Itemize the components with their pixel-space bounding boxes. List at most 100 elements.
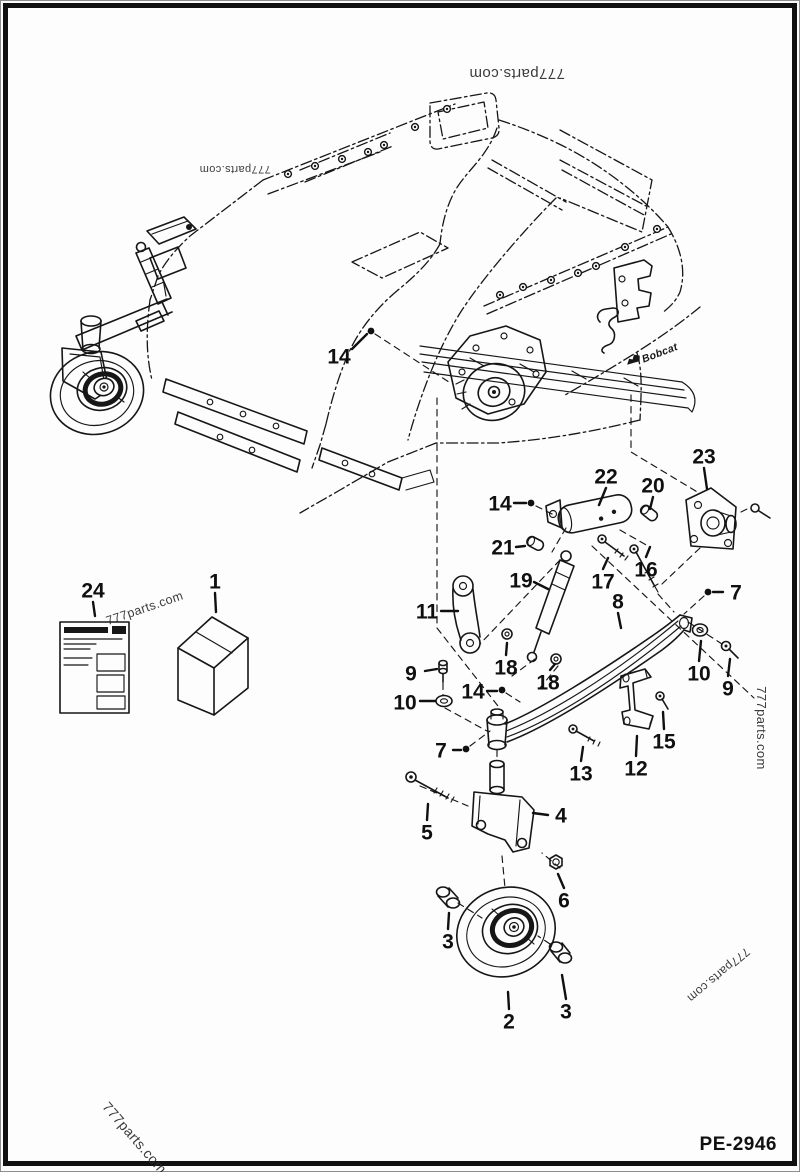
callout-12: 12 (624, 734, 648, 781)
part-10-washer-right (691, 623, 709, 637)
callout-number: 18 (536, 672, 560, 695)
part-23-flange-bearing (685, 487, 771, 550)
callout-number: 12 (624, 758, 647, 781)
callout-number: 22 (594, 466, 617, 489)
part-12-clamp (619, 668, 654, 730)
part-8-swing-arm (486, 614, 693, 751)
belt-guard-clip (596, 307, 619, 354)
part-24-decal (59, 621, 130, 714)
deck-rear-channel (419, 307, 696, 413)
drawing-number: PE-2946 (699, 1134, 777, 1155)
callout-8: 8 (612, 591, 624, 630)
callout-19: 19 (509, 570, 550, 593)
callout-7: 7 (435, 740, 470, 763)
callout-number: 16 (634, 559, 657, 582)
watermark: 777parts.com (469, 65, 565, 82)
callout-10: 10 (393, 692, 437, 715)
callout-13: 13 (569, 745, 593, 786)
callout-7: 7 (704, 582, 742, 605)
callout-18: 18 (494, 641, 518, 680)
part-21-stub (526, 535, 545, 552)
callout-number: 13 (569, 763, 592, 786)
assembled-caster-left (49, 216, 197, 436)
part-18-nut-a (501, 628, 513, 640)
deck-bolts (283, 104, 662, 300)
deck-rear-bracket (613, 259, 653, 323)
callout-15: 15 (652, 710, 676, 754)
bobcat-logo-text: Bobcat (640, 341, 679, 366)
callout-20: 20 (641, 475, 665, 511)
callout-number: 10 (393, 692, 416, 715)
callout-24: 24 (81, 580, 105, 618)
part-9-bolt-right (720, 640, 739, 659)
part-19-gas-spring (526, 550, 575, 663)
callout-number: 7 (435, 740, 447, 763)
callout-number: 17 (591, 571, 614, 594)
callout-number: 3 (442, 931, 454, 954)
callout-5: 5 (421, 802, 433, 845)
callout-9: 9 (405, 663, 439, 686)
callout-23: 23 (692, 446, 716, 491)
part-15-bolt (655, 691, 669, 710)
part-3-spacer-left (435, 886, 461, 909)
callout-18: 18 (536, 662, 560, 695)
part-6-nut (549, 854, 563, 870)
callout-number: 1 (209, 571, 221, 594)
watermark: 777parts.com (199, 163, 270, 175)
callout-14: 14 (461, 681, 506, 704)
spindle-pulley (447, 325, 547, 422)
part-22-clevis-hole (548, 509, 558, 519)
callout-number: 9 (405, 663, 417, 686)
callout-number: 21 (491, 537, 515, 560)
part-4-caster-fork (471, 759, 535, 853)
callout-number: 23 (692, 446, 715, 469)
callout-21: 21 (491, 537, 527, 560)
part-10-washer-left (435, 694, 453, 708)
deck-mount-rails (162, 378, 435, 491)
mower-deck-phantom-outline (146, 92, 701, 514)
callout-2: 2 (503, 990, 515, 1034)
callout-14: 14 (327, 327, 375, 369)
part-2-wheel (455, 886, 557, 978)
callout-number: 18 (494, 657, 518, 680)
callout-22: 22 (594, 466, 618, 507)
callout-number: 8 (612, 591, 624, 614)
callout-number: 5 (421, 822, 433, 845)
watermark: 777parts.com (104, 588, 185, 627)
callout-6: 6 (556, 872, 570, 913)
callout-16: 16 (634, 545, 658, 582)
callout-number: 3 (560, 1001, 572, 1024)
assembly-dash-lines (374, 333, 755, 945)
part-20-pin (639, 504, 659, 522)
watermark: 777parts.com (684, 945, 752, 1006)
callout-number: 6 (558, 890, 570, 913)
callout-number: 9 (722, 678, 734, 701)
callout-number: 19 (509, 570, 532, 593)
callout-3: 3 (442, 911, 454, 954)
callout-number: 7 (730, 582, 742, 605)
watermark: 777parts.com (754, 686, 769, 770)
bobcat-head-icon (627, 354, 640, 365)
callout-14: 14 (488, 493, 535, 516)
watermark: 777parts.com (99, 1099, 170, 1172)
part-16-bolt (629, 544, 659, 593)
callout-number: 2 (503, 1011, 515, 1034)
part-11-strap (452, 575, 481, 654)
callout-number: 4 (555, 805, 567, 828)
callout-11: 11 (416, 601, 460, 624)
callout-4: 4 (531, 805, 567, 828)
callout-3: 3 (560, 973, 572, 1024)
callout-9: 9 (722, 657, 734, 701)
callout-number: 14 (461, 681, 485, 704)
callout-10: 10 (687, 639, 711, 686)
part-18-nut-b (550, 653, 562, 665)
part-23-bolt-head (750, 503, 760, 513)
part-3-spacer-right (548, 941, 573, 964)
callout-1: 1 (209, 571, 221, 614)
callout-number: 11 (416, 601, 439, 624)
part-22-clevis (545, 499, 563, 529)
callout-number: 10 (687, 663, 710, 686)
part-9-bolt-left (438, 659, 448, 683)
